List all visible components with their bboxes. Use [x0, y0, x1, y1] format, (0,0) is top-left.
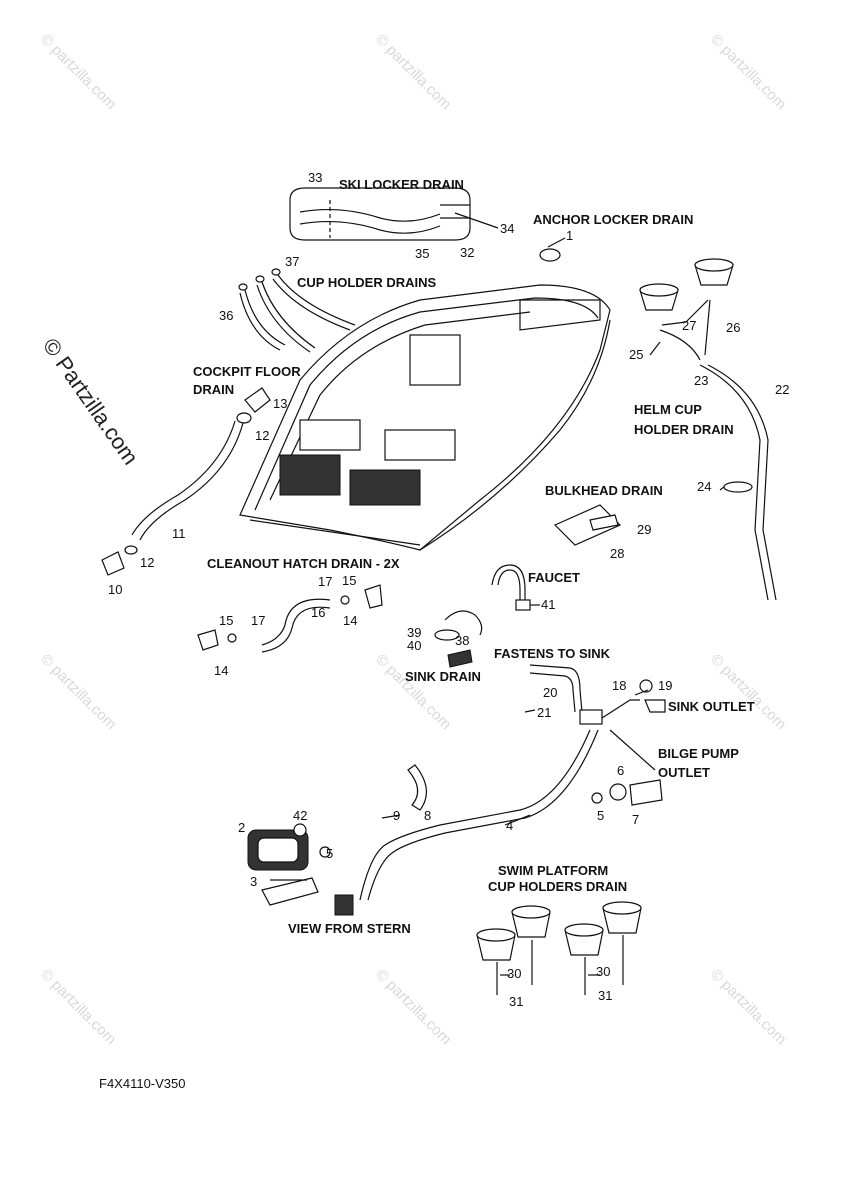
label-swim-platform-2: CUP HOLDERS DRAIN: [488, 879, 627, 894]
callout: 22: [775, 382, 789, 397]
callout: 4: [506, 818, 513, 833]
callout: 5: [597, 808, 604, 823]
cup-holder-hoses: [238, 268, 356, 353]
callout: 10: [108, 582, 122, 597]
callout: 37: [285, 254, 299, 269]
label-cleanout-hatch-drain: CLEANOUT HATCH DRAIN - 2X: [207, 556, 400, 571]
callout: 23: [694, 373, 708, 388]
watermark: © partzilla.com: [37, 966, 119, 1048]
watermark: © partzilla.com: [707, 651, 789, 733]
callout: 15: [342, 573, 356, 588]
callout: 41: [541, 597, 555, 612]
hose-bracket: [407, 764, 427, 811]
callout: 5: [326, 846, 333, 861]
cockpit-floor-drain: [101, 387, 271, 576]
sink-drain: [434, 610, 483, 668]
label-cup-holder-drains: CUP HOLDER DRAINS: [297, 275, 436, 290]
callout: 17: [318, 574, 332, 589]
callout: 1: [566, 228, 573, 243]
callout: 6: [617, 763, 624, 778]
label-anchor-locker-drain: ANCHOR LOCKER DRAIN: [533, 212, 693, 227]
callout: 12: [140, 555, 154, 570]
callout: 9: [393, 808, 400, 823]
callout: 36: [219, 308, 233, 323]
drawing-code: F4X4110-V350: [99, 1076, 186, 1091]
watermark: © partzilla.com: [707, 966, 789, 1048]
callout-numbers: 33 34 32 35 1 37 36 13 12 11 12 10 27 26…: [108, 170, 789, 1009]
label-swim-platform-1: SWIM PLATFORM: [498, 863, 608, 878]
cleanout-hatch-drain: [197, 584, 383, 653]
bilge-pump-outlet: [591, 779, 663, 806]
bulkhead-drain: [553, 504, 622, 546]
callout: 14: [214, 663, 228, 678]
callout: 15: [219, 613, 233, 628]
side-watermark: © Partzilla.com: [38, 334, 144, 470]
sink-plumbing: [529, 664, 666, 725]
ski-locker-detail: [289, 187, 471, 241]
anchor-drain-cap: [539, 248, 561, 262]
watermark: © partzilla.com: [707, 31, 789, 113]
callout: 39: [407, 625, 421, 640]
watermark: © partzilla.com: [372, 31, 454, 113]
callout: 14: [343, 613, 357, 628]
callout: 8: [424, 808, 431, 823]
label-bulkhead-drain: BULKHEAD DRAIN: [545, 483, 663, 498]
callout: 25: [629, 347, 643, 362]
callout: 32: [460, 245, 474, 260]
callout: 30: [507, 966, 521, 981]
callout: 16: [311, 605, 325, 620]
callout: 26: [726, 320, 740, 335]
helm-cup-holders: [639, 258, 777, 601]
label-fastens-to-sink: FASTENS TO SINK: [494, 646, 611, 661]
watermark: © partzilla.com: [37, 31, 119, 113]
callout: 12: [255, 428, 269, 443]
callout: 7: [632, 812, 639, 827]
label-bilge-pump-outlet-2: OUTLET: [658, 765, 710, 780]
watermark: © partzilla.com: [372, 966, 454, 1048]
leader-lines: [270, 212, 725, 976]
label-cockpit-floor-drain-2: DRAIN: [193, 382, 234, 397]
callout: 27: [682, 318, 696, 333]
callout: 24: [697, 479, 711, 494]
label-faucet: FAUCET: [528, 570, 580, 585]
callout: 13: [273, 396, 287, 411]
callout: 3: [250, 874, 257, 889]
callout: 18: [612, 678, 626, 693]
callout: 40: [407, 638, 421, 653]
callout: 31: [509, 994, 523, 1009]
callout: 35: [415, 246, 429, 261]
watermark: © partzilla.com: [372, 651, 454, 733]
watermark: © partzilla.com: [37, 651, 119, 733]
label-helm-cup-holder-1: HELM CUP: [634, 402, 702, 417]
label-helm-cup-holder-2: HOLDER DRAIN: [634, 422, 734, 437]
bilge-pump: [247, 823, 354, 916]
faucet: [491, 564, 531, 611]
callout: 17: [251, 613, 265, 628]
label-sink-outlet: SINK OUTLET: [668, 699, 755, 714]
callout: 31: [598, 988, 612, 1003]
callout: 2: [238, 820, 245, 835]
section-labels: SKI LOCKER DRAIN ANCHOR LOCKER DRAIN CUP…: [193, 177, 755, 936]
bilge-hose: [359, 729, 599, 901]
label-bilge-pump-outlet-1: BILGE PUMP: [658, 746, 739, 761]
callout: 19: [658, 678, 672, 693]
label-cockpit-floor-drain-1: COCKPIT FLOOR: [193, 364, 301, 379]
callout: 29: [637, 522, 651, 537]
swim-platform-cups: [476, 901, 642, 995]
callout: 21: [537, 705, 551, 720]
callout: 34: [500, 221, 514, 236]
label-ski-locker-drain: SKI LOCKER DRAIN: [339, 177, 464, 192]
label-sink-drain: SINK DRAIN: [405, 669, 481, 684]
callout: 28: [610, 546, 624, 561]
callout: 33: [308, 170, 322, 185]
callout: 38: [455, 633, 469, 648]
callout: 30: [596, 964, 610, 979]
boat-hull: [239, 284, 611, 551]
callout: 42: [293, 808, 307, 823]
callout: 11: [172, 526, 186, 541]
label-view-from-stern: VIEW FROM STERN: [288, 921, 411, 936]
callout: 20: [543, 685, 557, 700]
